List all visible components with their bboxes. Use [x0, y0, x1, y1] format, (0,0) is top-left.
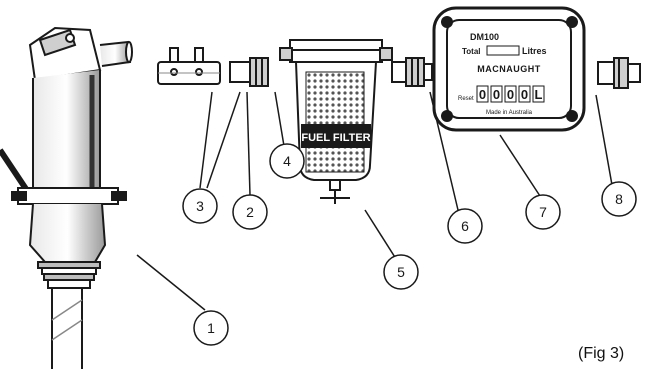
- meter-footer: Made in Australia: [486, 110, 533, 116]
- meter-brand: MACNAUGHT: [477, 64, 541, 74]
- meter-model: DM100: [470, 32, 499, 42]
- callout-8: 8: [601, 181, 637, 217]
- meter-unit: Litres: [522, 46, 547, 56]
- reading-digit: 0: [479, 87, 486, 102]
- callout-3: 3: [182, 188, 218, 224]
- callouts: 1 2 3 4 5 6 7 8: [182, 143, 637, 346]
- leader-lines: [136, 91, 613, 311]
- reading-digit-box: [476, 85, 489, 103]
- reading-digit: 0: [507, 87, 514, 102]
- callout-7: 7: [525, 194, 561, 230]
- reading-digit-box: [490, 85, 503, 103]
- callout-label: 3: [196, 198, 204, 214]
- reading-digit: L: [535, 87, 543, 102]
- callout-2: 2: [232, 194, 268, 230]
- filter-label: FUEL FILTER: [301, 132, 370, 144]
- callout-label: 6: [461, 218, 469, 234]
- pump-part: [0, 26, 133, 369]
- callout-label: 1: [207, 320, 215, 336]
- reading-digit-box: [518, 85, 531, 103]
- callout-6: 6: [447, 208, 483, 244]
- callout-label: 5: [397, 264, 405, 280]
- fuel-filter-part: FUEL FILTER: [279, 39, 393, 204]
- figure-caption: (Fig 3): [578, 345, 625, 362]
- callout-1: 1: [193, 310, 229, 346]
- callout-label: 4: [283, 153, 291, 169]
- meter-total-label: Total: [462, 47, 481, 56]
- reading-digit: 0: [493, 87, 500, 102]
- callout-4: 4: [269, 143, 305, 179]
- callout-5: 5: [383, 254, 419, 290]
- callout-label: 7: [539, 204, 547, 220]
- fitting-part-6: [391, 57, 433, 87]
- bracket-part: [157, 47, 221, 85]
- reading-digit-box: [532, 85, 545, 103]
- reading-digit: 0: [521, 87, 528, 102]
- fitting-part-2: [229, 57, 269, 87]
- fitting-part-8: [597, 57, 641, 89]
- callout-label: 8: [615, 191, 623, 207]
- meter-reset-label: Reset: [458, 96, 474, 102]
- reading-digit-box: [504, 85, 517, 103]
- callout-label: 2: [246, 204, 254, 220]
